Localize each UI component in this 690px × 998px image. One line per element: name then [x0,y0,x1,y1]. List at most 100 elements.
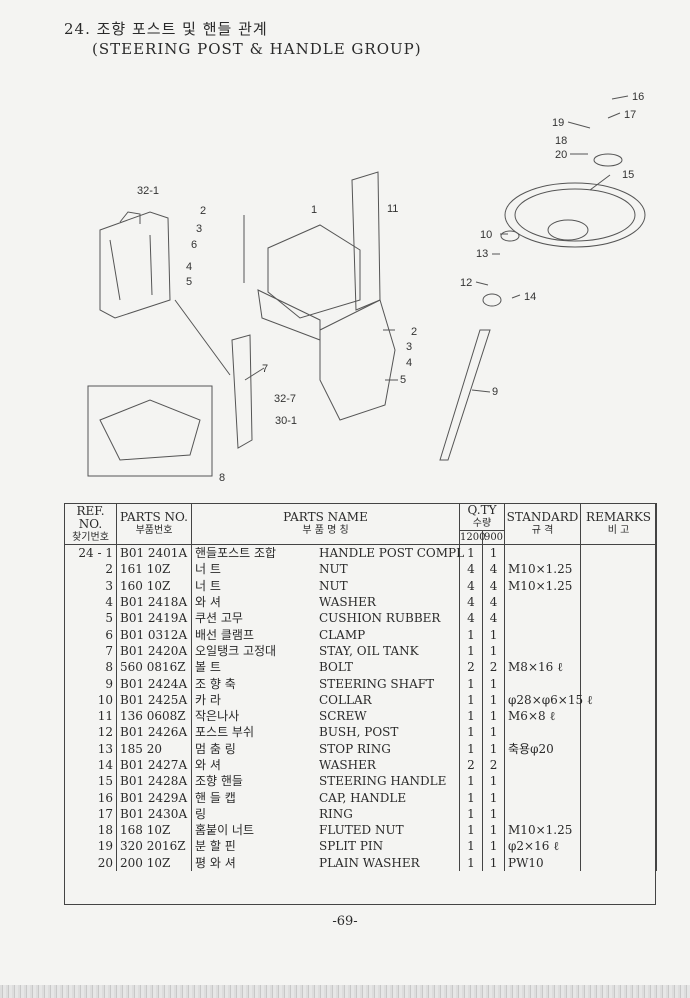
parts-name-english: BOLT [319,660,353,675]
parts-name-english: SPLIT PIN [319,839,384,854]
qty-900-cell: 4 [481,577,506,594]
standard-cell: M8×16 ℓ [504,659,582,676]
col-header-ref: REF. NO.찾기번호 [64,503,117,545]
parts-name-cell: 와 셔 WASHER [191,756,460,774]
parts-name-korean: 조향 핸들 [195,774,243,789]
parts-name-korean: 오일탱크 고정대 [195,643,277,658]
qty-1200-cell: 1 [459,691,483,708]
standard-cell [504,626,582,643]
ref-cell: 15 [64,773,117,790]
qty-1200-cell: 1 [459,805,483,823]
parts-name-english: WASHER [319,758,376,772]
qty-900-cell: 4 [481,593,506,611]
callout-labels: 32-1 2 3 6 4 5 1 11 7 32-7 30-1 8 2 3 4 … [137,91,644,484]
parts-name-english: WASHER [319,595,376,610]
parts-name-cell: 쿠션 고무 CUSHION RUBBER [191,610,460,627]
parts-name-cell: 조 향 축 STEERING SHAFT [191,675,460,692]
qty-900-cell: 1 [481,773,506,790]
standard-cell: M10×1.25 [504,822,582,839]
parts-name-english: HANDLE POST COMPL [319,546,465,561]
qty-900-cell: 1 [481,691,506,708]
parts-no-cell: B01 2426A [116,724,192,741]
parts-name-english: RING [319,806,353,821]
standard-cell [504,789,582,806]
parts-name-english: STOP RING [319,741,391,756]
qty-900-cell: 1 [481,544,506,562]
callout-16: 16 [632,91,644,103]
callout-7: 7 [262,363,268,375]
ref-cell: 4 [64,593,117,611]
ref-cell: 20 [64,854,117,871]
qty-900-cell: 1 [481,642,506,660]
parts-no-cell: B01 2401A [116,544,192,562]
parts-name-cell: 너 트 NUT [191,577,460,594]
remarks-cell [580,610,658,627]
parts-no-cell: B01 2427A [116,756,192,774]
parts-no-cell: 136 0608Z [116,707,192,725]
qty-1200-cell: 1 [459,854,483,871]
parts-name-korean: 핸 들 캡 [195,790,236,805]
parts-name-english: PLAIN WASHER [319,855,420,870]
standard-cell: 축용φ20 [504,740,582,757]
standard-cell [504,773,582,790]
qty-1200-cell: 1 [459,789,483,806]
callout-32-1: 32-1 [137,185,159,197]
parts-no-cell: B01 0312A [116,626,192,643]
parts-name-korean: 카 라 [195,692,221,707]
qty-1200-cell: 4 [459,577,483,594]
section-title-english: (STEERING POST & HANDLE GROUP) [92,40,422,58]
remarks-cell [580,577,658,594]
standard-cell: M10×1.25 [504,577,582,594]
qty-900-cell: 1 [481,838,506,855]
parts-no-cell: B01 2418A [116,593,192,611]
ref-cell: 12 [64,724,117,741]
parts-name-korean: 와 셔 [195,595,221,610]
parts-name-english: NUT [319,562,348,577]
parts-name-korean: 와 셔 [195,758,221,772]
parts-no-cell: B01 2425A [116,691,192,708]
remarks-cell [580,707,658,725]
parts-name-english: CUSHION RUBBER [319,611,441,626]
col-header-qty-900: 900 [481,530,506,545]
parts-name-english: NUT [319,578,348,593]
standard-cell [504,805,582,823]
oil-tank-drawing [99,211,171,319]
qty-1200-cell: 2 [459,756,483,774]
callout-19: 19 [552,117,564,129]
parts-name-korean: 멈 춤 링 [195,741,236,756]
callout-2: 2 [200,205,206,217]
parts-name-korean: 쿠션 고무 [195,611,243,626]
qty-1200-cell: 4 [459,610,483,627]
parts-name-cell: 멈 춤 링 STOP RING [191,740,460,757]
qty-900-cell: 1 [481,724,506,741]
parts-no-cell: 168 10Z [116,822,192,839]
callout-30-1: 30-1 [275,415,297,427]
callout-8: 8 [219,472,225,484]
parts-name-english: STEERING SHAFT [319,676,435,691]
exploded-parts-diagram: 32-1 2 3 6 4 5 1 11 7 32-7 30-1 8 2 3 4 … [87,91,646,484]
ref-cell: 10 [64,691,117,708]
parts-name-korean: 작은나사 [195,709,240,724]
callout-13: 13 [476,248,488,260]
remarks-cell [580,561,658,578]
ref-cell: 13 [64,740,117,757]
remarks-cell [580,593,658,611]
detail-inset-box [87,385,213,477]
parts-no-cell: B01 2430A [116,805,192,823]
callout-6: 6 [191,239,197,251]
callout-5: 5 [186,276,192,288]
parts-name-korean: 조 향 축 [195,676,236,691]
qty-1200-cell: 4 [459,593,483,611]
parts-name-korean: 너 트 [195,578,221,593]
